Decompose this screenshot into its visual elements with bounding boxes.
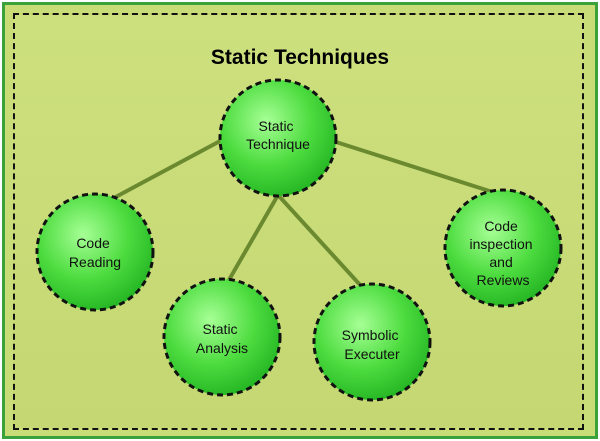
- svg-text:Static Technique: Static Technique: [246, 118, 310, 152]
- connectors: [109, 138, 506, 300]
- node-label-line: Code: [76, 235, 110, 251]
- node-code-reading: Code Reading: [35, 192, 155, 312]
- node-label-line: inspection: [470, 236, 533, 252]
- node-label-line: Code: [484, 218, 518, 234]
- node-static-analysis: Static Analysis: [162, 277, 282, 397]
- connector-root-static-analysis: [220, 194, 280, 293]
- node-code-inspection: Code inspection and Reviews: [443, 188, 563, 308]
- node-symbolic-executer: Symbolic Executer: [312, 282, 432, 402]
- node-label-line: Reading: [69, 254, 121, 270]
- connector-root-code-inspection: [335, 140, 506, 198]
- connector-root-symbolic-executer: [276, 193, 374, 300]
- svg-text:Symbolic Executer: Symbolic Executer: [342, 327, 403, 362]
- node-static-technique: Static Technique: [218, 78, 338, 198]
- node-label-line: Static: [203, 321, 238, 337]
- node-label-line: Technique: [246, 136, 310, 152]
- node-label-line: Symbolic: [342, 327, 399, 343]
- svg-text:Code inspection an: Code inspection and Reviews: [470, 218, 537, 288]
- node-label-line: Analysis: [196, 340, 248, 356]
- node-label-line: Static: [259, 118, 294, 134]
- node-label-line: and: [489, 254, 512, 270]
- connector-root-code-reading: [109, 138, 223, 202]
- svg-text:Code Reading: Code Reading: [69, 235, 121, 270]
- node-label-line: Executer: [344, 346, 400, 362]
- svg-text:Static Analysis: Static Analysis: [196, 321, 248, 356]
- node-label-line: Reviews: [477, 272, 530, 288]
- diagram-title: Static Techniques: [210, 46, 390, 69]
